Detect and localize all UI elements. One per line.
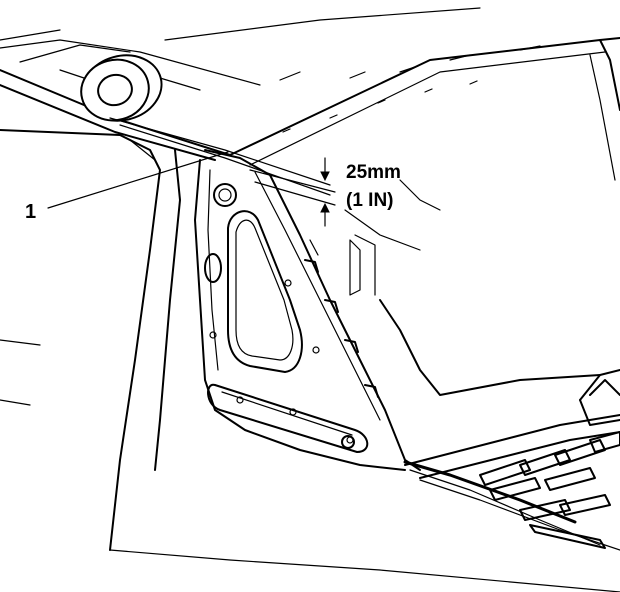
callout-1-label: 1	[25, 201, 36, 223]
quarter-panel	[0, 129, 620, 592]
dimension-indicator	[249, 157, 336, 227]
callout-1-leader	[47, 151, 229, 209]
dimension-imperial-label: (1 IN)	[346, 190, 394, 211]
tape-roll-icon	[80, 54, 331, 196]
pillar-inner-panel	[194, 149, 421, 471]
roof-structure	[0, 7, 620, 251]
cargo-floor	[349, 234, 620, 551]
dimension-metric-label: 25mm	[346, 162, 401, 183]
